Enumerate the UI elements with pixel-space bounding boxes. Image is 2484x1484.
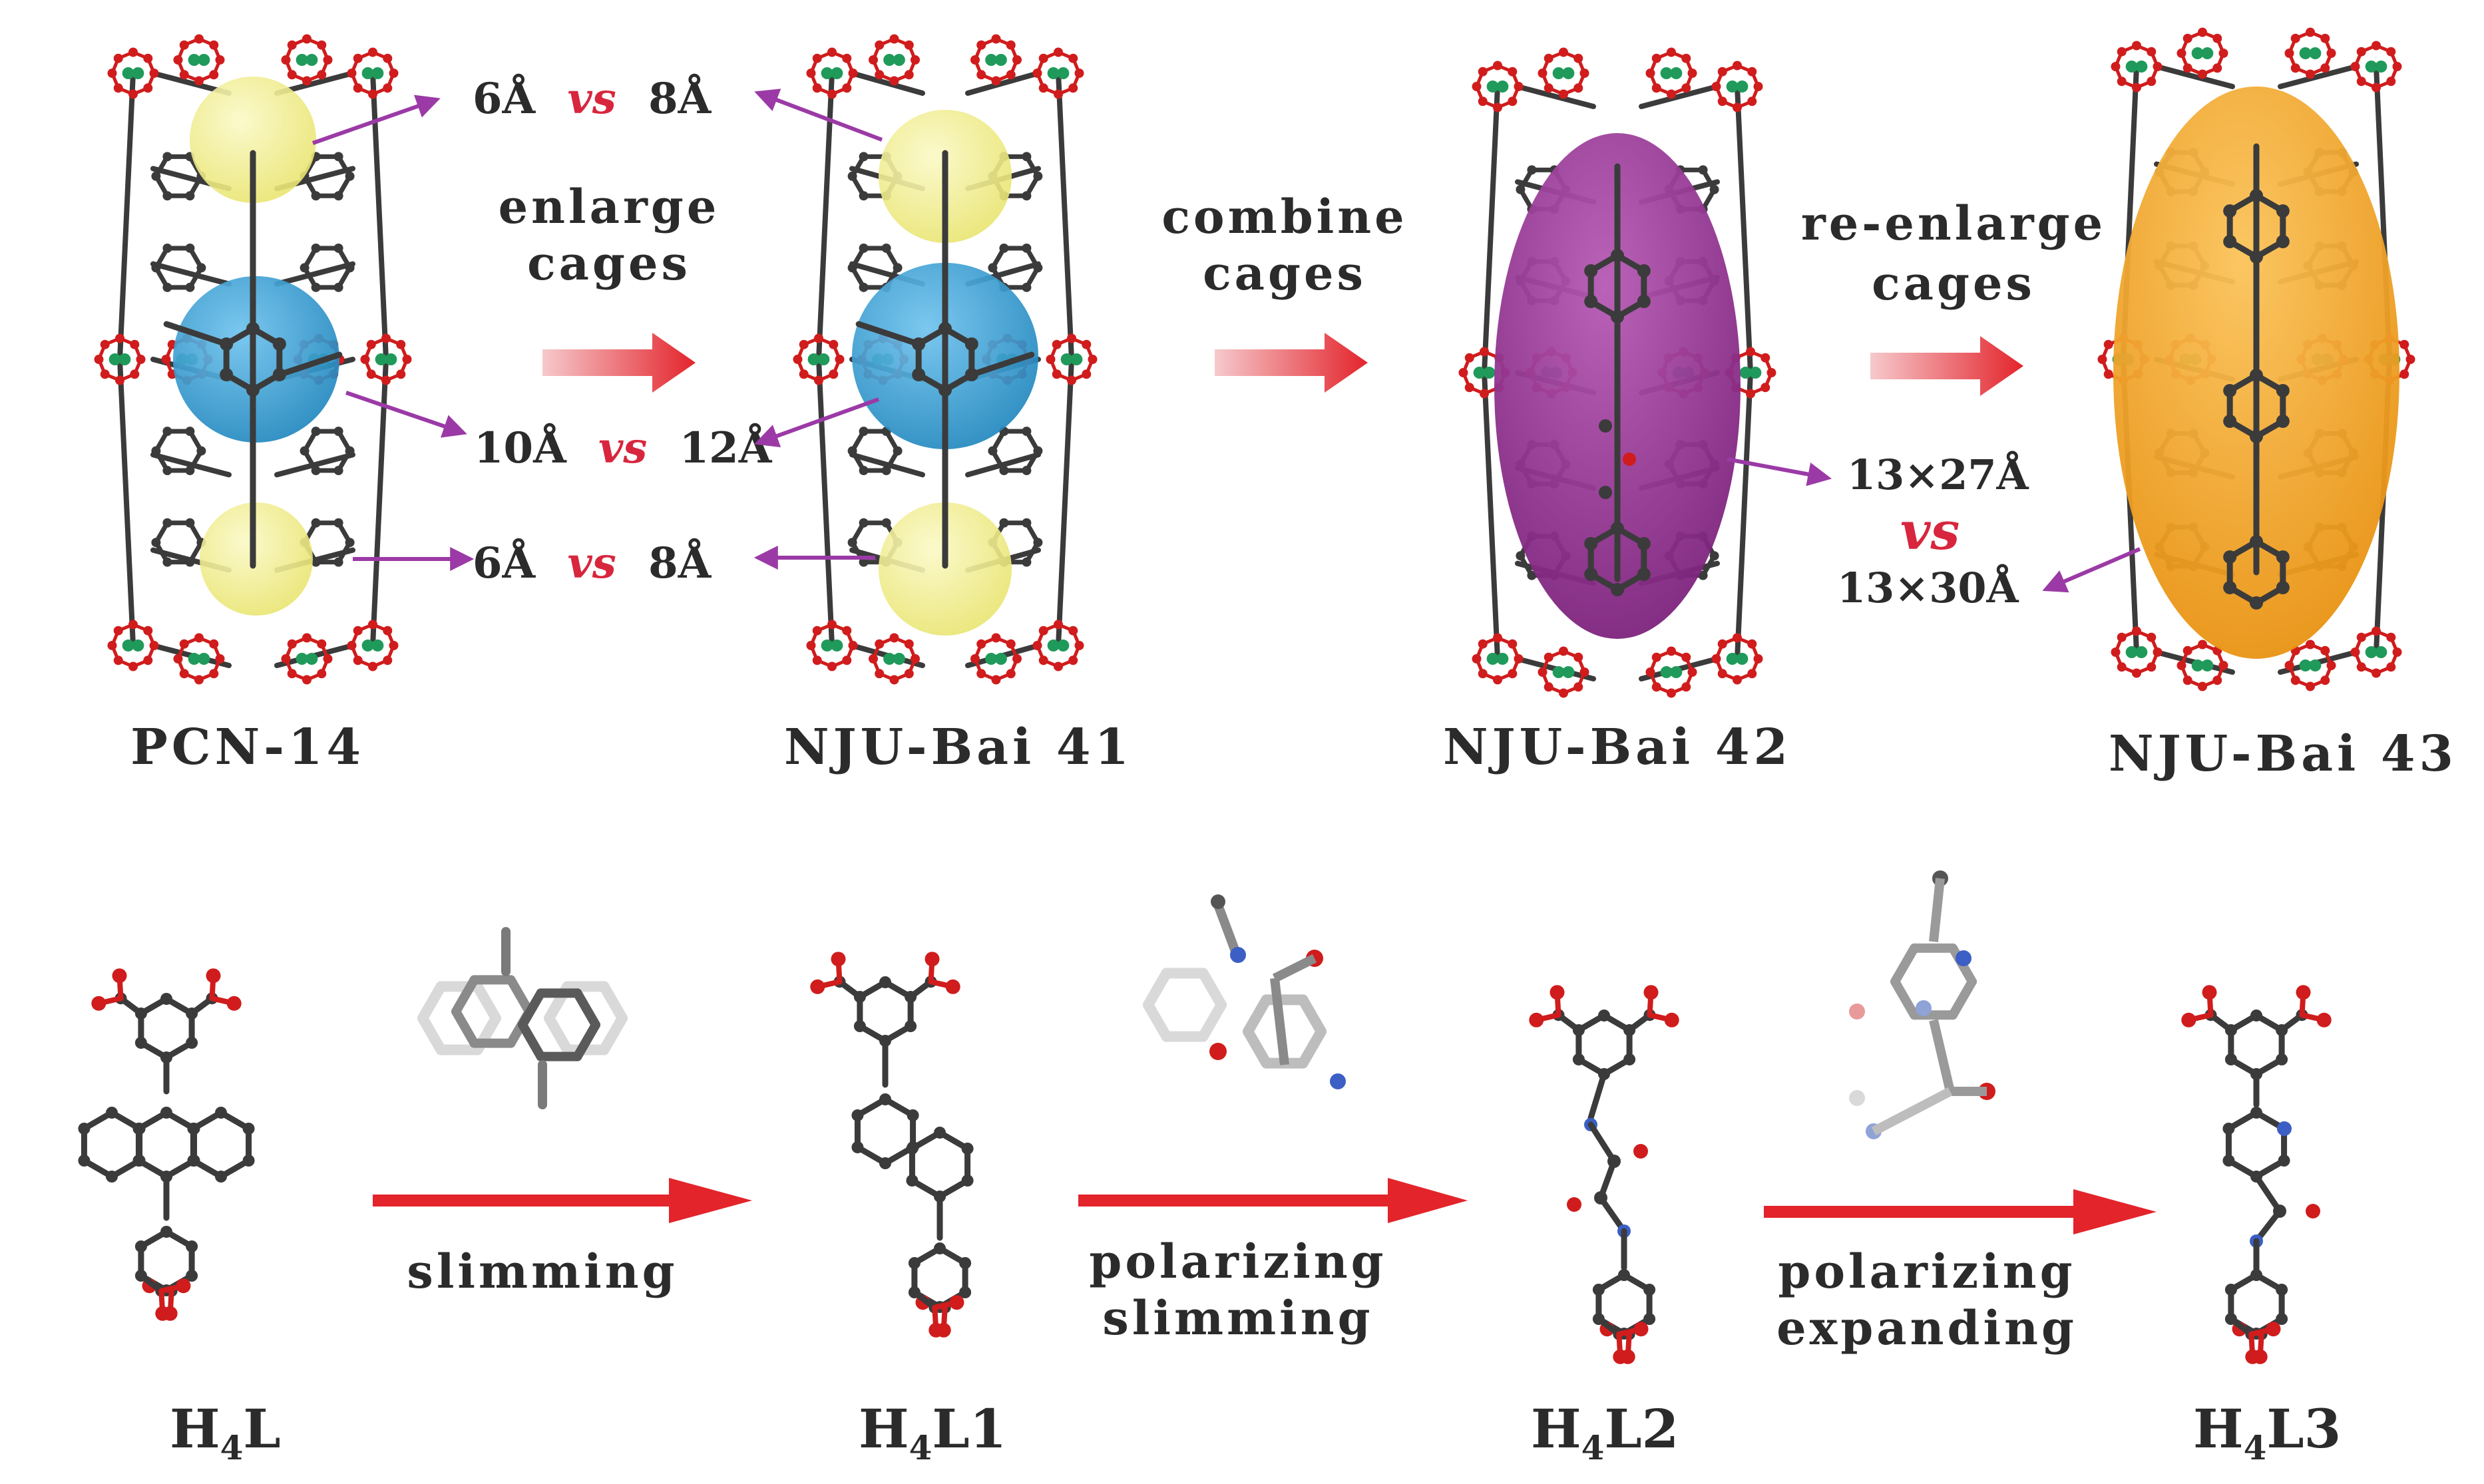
- bottom-step-arrow: [1078, 1178, 1468, 1223]
- vs-mark: vs: [1900, 501, 1960, 562]
- framework-label: NJU-Bai 41: [784, 719, 1133, 776]
- bottom-step-arrow: [373, 1178, 752, 1223]
- overlay-pyridine: [1849, 870, 1995, 1139]
- step-label: polarizing: [1778, 1244, 2075, 1299]
- step-label: cages: [527, 236, 691, 291]
- step-label: re-enlarge: [1801, 196, 2106, 251]
- framework-nju-bai-43-strut: [2223, 143, 2290, 610]
- svg-text:6Å vs 8Å: 6Å vs 8Å: [473, 74, 712, 124]
- step-label: slimming: [1102, 1290, 1373, 1346]
- framework-nju-bai-42: [1458, 47, 1776, 698]
- vs-mark: vs: [598, 423, 647, 473]
- svg-text:6Å vs 8Å: 6Å vs 8Å: [473, 538, 712, 588]
- top-step-arrow: [1870, 336, 2023, 396]
- yellow-cage-bottom: [200, 502, 313, 616]
- ligand-label: H4L3: [2193, 1397, 2341, 1467]
- step-label: combine: [1161, 189, 1407, 244]
- svg-text:10Å vs 12Å: 10Å vs 12Å: [474, 423, 773, 473]
- step-label: polarizing: [1089, 1234, 1386, 1289]
- pore-size-left: 10Å: [474, 423, 567, 473]
- ligand-h4l3: [2181, 985, 2332, 1364]
- framework-label: NJU-Bai 43: [2109, 725, 2457, 783]
- pore-comparison: 6Å vs 8Å: [473, 538, 712, 588]
- pore-size-right: 12Å: [680, 423, 773, 473]
- step-label: cages: [1872, 256, 2035, 311]
- framework-label: PCN-14: [130, 719, 365, 776]
- pore-comparison: 10Å vs 12Å: [474, 423, 773, 473]
- step-label: cages: [1203, 246, 1366, 301]
- cage-dimension-bottom: 13×30Å: [1837, 564, 2019, 612]
- pore-size-left: 6Å: [473, 74, 536, 124]
- pore-size-right: 8Å: [648, 74, 712, 124]
- framework-nju-bai-42-strut: [1584, 163, 1651, 596]
- step-label: enlarge: [499, 179, 720, 234]
- pore-size-left: 6Å: [473, 538, 536, 588]
- linker-overlays: [417, 870, 1995, 1139]
- top-step-arrow: [1215, 333, 1368, 393]
- framework-nju-bai-41-lattice: [793, 34, 1098, 685]
- top-step-arrow: [542, 333, 696, 393]
- pore-size-right: 8Å: [648, 538, 712, 588]
- vs-mark: vs: [568, 74, 616, 124]
- framework-nju-bai-41: [793, 34, 1098, 685]
- blue-cage-middle: [173, 276, 339, 443]
- ligand-h4l: [78, 968, 255, 1321]
- overlay-oxamide: [1143, 894, 1346, 1089]
- yellow-cage-top: [190, 77, 316, 203]
- bottom-step-arrow: [1764, 1189, 2157, 1234]
- ligand-h4l2: [1529, 985, 1679, 1364]
- pointer-arrows: [312, 89, 2141, 593]
- framework-nju-bai-43: [2097, 27, 2415, 691]
- step-label: slimming: [407, 1244, 678, 1299]
- framework-label: NJU-Bai 42: [1443, 719, 1792, 776]
- ligand-label: H4L1: [859, 1397, 1006, 1467]
- framework-nju-bai-41-strut: [855, 150, 1035, 569]
- ligand-label: H4L: [170, 1397, 281, 1467]
- vs-mark: vs: [568, 538, 616, 588]
- ligand-h4l1: [810, 952, 974, 1338]
- pore-comparison: 6Å vs 8Å: [473, 74, 712, 124]
- cage-dimension-top: 13×27Å: [1847, 451, 2029, 499]
- ligand-label: H4L2: [1531, 1397, 1679, 1467]
- framework-pcn-14: [94, 34, 412, 685]
- framework-pcn-14-strut: [163, 150, 343, 569]
- overlay-anthracene-naphthalene: [417, 927, 628, 1109]
- yellow-cage-bottom: [879, 502, 1012, 636]
- step-label: expanding: [1776, 1300, 2077, 1356]
- ligand-structures: [78, 952, 2332, 1364]
